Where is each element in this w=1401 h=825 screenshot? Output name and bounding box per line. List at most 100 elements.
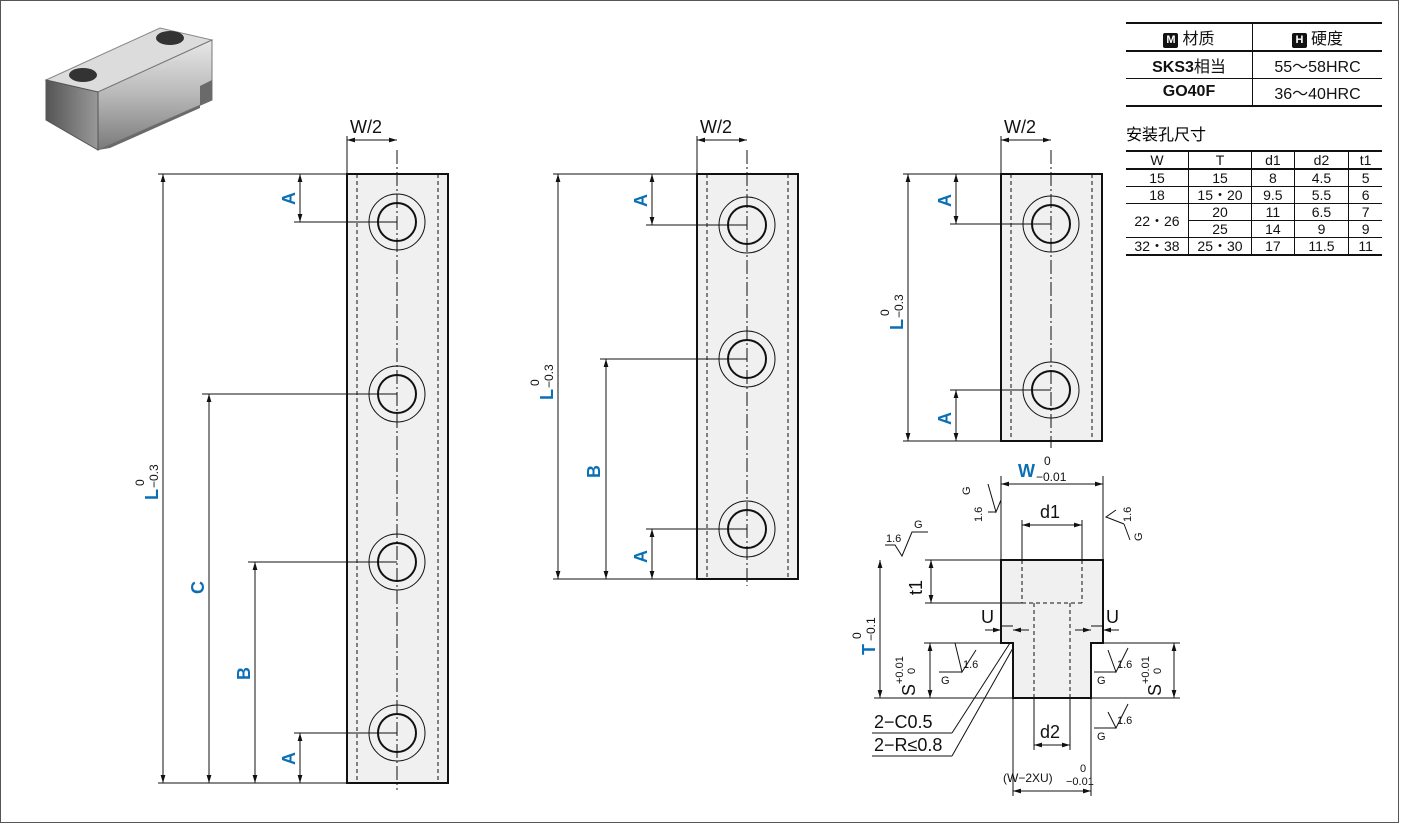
hole-table-title: 安装孔尺寸 — [1126, 127, 1207, 144]
roughness-value: 1.6 — [963, 659, 978, 671]
dim-d1: d1 — [1040, 502, 1060, 522]
dim-width-letter: W — [1018, 461, 1035, 481]
dim-a-bottom: A — [631, 550, 651, 563]
hardness-header: 硬度 — [1310, 31, 1343, 48]
hole-table-header: W T d1 d2 t1 — [1126, 150, 1382, 170]
material-suffix: 相当 — [1193, 59, 1226, 76]
dim-u-right: U — [1106, 607, 1119, 627]
cell: 22・26 — [1126, 203, 1189, 238]
dim-d2: d2 — [1040, 722, 1060, 742]
col-header: T — [1188, 150, 1252, 170]
tol-upper: 0 — [1080, 763, 1086, 775]
tol-upper: 0 — [850, 632, 864, 639]
dim-b: B — [234, 667, 254, 680]
tol-upper: +0.01 — [1140, 656, 1152, 684]
chamfer-note: 2−C0.5 — [874, 712, 933, 732]
roughness-value: 1.6 — [973, 507, 985, 522]
cell: 17 — [1251, 237, 1295, 256]
tol-upper: 0 — [1044, 454, 1051, 468]
dim-c: C — [188, 581, 208, 594]
roughness-symbol-step-left: 1.6 G — [939, 642, 978, 687]
table-row: 18 15・20 9.5 5.5 6 — [1126, 186, 1382, 204]
col-header: d2 — [1294, 150, 1350, 170]
surface-letter: G — [1097, 675, 1106, 687]
table-row: 25 14 9 9 — [1126, 220, 1382, 238]
material-name: SKS3 — [1152, 59, 1194, 76]
cell: 25・30 — [1188, 237, 1252, 256]
roughness-value: 1.6 — [1117, 715, 1132, 727]
top-view-two-holes: W/2 A A L 0 −0.3 — [878, 117, 1103, 448]
roughness-value: 1.6 — [886, 533, 901, 545]
dim-bottom-width: (W−2XU) 0 −0.01 — [1003, 763, 1094, 788]
dim-length-letter: L — [142, 489, 162, 500]
product-photo — [44, 27, 214, 151]
table-row: 32・38 25・30 17 11.5 11 — [1126, 237, 1382, 256]
surface-letter: G — [961, 486, 973, 495]
dim-step-left: S +0.01 0 — [894, 656, 919, 696]
dim-height-letter: T — [859, 644, 879, 655]
top-view-four-holes: W/2 A A B C L 0 −0.3 — [133, 117, 449, 790]
surface-letter: G — [941, 675, 950, 687]
surface-letter: G — [1133, 532, 1145, 541]
dim-step-letter: S — [1145, 684, 1165, 696]
material-header: 材质 — [1182, 31, 1215, 48]
roughness-value: 1.6 — [1117, 659, 1132, 671]
radius-note: 2−R≤0.8 — [874, 735, 942, 755]
dim-length: L 0 −0.3 — [528, 364, 557, 400]
dim-length: L 0 −0.3 — [133, 464, 162, 500]
cell: 15・20 — [1188, 186, 1252, 204]
dim-u-left: U — [981, 607, 994, 627]
roughness-value: 1.6 — [1122, 507, 1134, 522]
material-name: GO40F — [1126, 78, 1253, 107]
dim-a-top: A — [279, 192, 299, 205]
dim-length-letter: L — [537, 389, 557, 400]
tol-lower: 0 — [906, 668, 918, 674]
dim-length: L 0 −0.3 — [878, 294, 907, 330]
tol-upper: +0.01 — [894, 656, 906, 684]
dim-step-right: S +0.01 0 — [1140, 656, 1165, 696]
dim-bottom-width-label: (W−2XU) — [1003, 771, 1053, 785]
table-row: 22・26 20 11 6.5 7 — [1126, 203, 1382, 238]
top-view-three-holes: W/2 A A B L 0 −0.3 — [528, 117, 799, 586]
dim-t1: t1 — [906, 580, 926, 595]
dim-a-top: A — [935, 194, 955, 207]
roughness-symbol-bottom: 1.6 G — [1094, 703, 1132, 743]
cell: 14 — [1251, 220, 1295, 238]
half-width-label: W/2 — [700, 117, 732, 137]
tol-lower: −0.01 — [1066, 776, 1094, 788]
dim-height: T 0 −0.1 — [850, 617, 879, 655]
dim-a-bottom: A — [935, 412, 955, 425]
material-row: SKS3相当 55〜58HRC — [1126, 51, 1382, 79]
hardness-badge-icon: H — [1291, 33, 1307, 48]
half-width-label: W/2 — [350, 117, 382, 137]
material-badge-icon: M — [1163, 33, 1179, 48]
tol-lower: −0.1 — [864, 617, 878, 641]
tol-upper: 0 — [133, 479, 147, 486]
surface-letter: G — [914, 519, 923, 531]
tol-lower: −0.01 — [1036, 470, 1067, 484]
cell: 5.5 — [1294, 186, 1350, 204]
cross-section-view: W 0 −0.01 d1 d2 (W−2XU) 0 −0.01 t1 T — [850, 454, 1180, 796]
cell: 25 — [1188, 220, 1252, 238]
cell: 4.5 — [1294, 168, 1350, 187]
surface-letter: G — [1097, 731, 1106, 743]
roughness-symbol-top-right: 1.6 G — [1104, 507, 1145, 541]
cell: 32・38 — [1126, 237, 1189, 256]
cell: 9 — [1348, 220, 1382, 238]
cell: 11 — [1348, 237, 1382, 256]
material-hardness: 36〜40HRC — [1252, 78, 1382, 107]
dim-step-letter: S — [899, 684, 919, 696]
roughness-symbol-top-left: G 1.6 — [961, 483, 1002, 522]
cell: 11.5 — [1294, 237, 1350, 256]
half-width-label: W/2 — [1004, 117, 1036, 137]
cell: 11 — [1251, 203, 1295, 221]
tol-lower: 0 — [1152, 668, 1164, 674]
material-row: GO40F 36〜40HRC — [1126, 78, 1382, 107]
col-header: W — [1126, 150, 1189, 170]
dim-a-top: A — [631, 194, 651, 207]
tol-upper: 0 — [528, 379, 542, 386]
